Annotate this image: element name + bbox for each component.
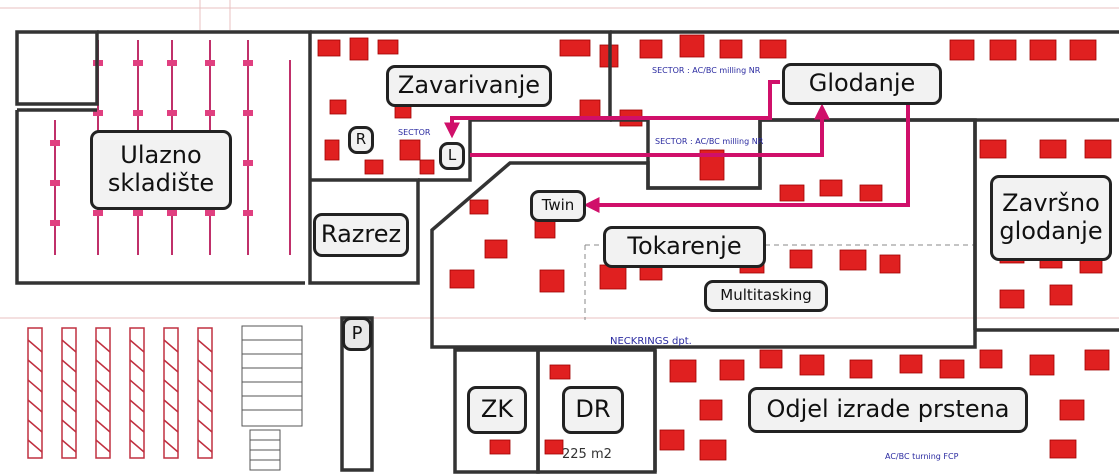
zone-odjel-izrade-prstena: Odjel izrade prstena — [748, 387, 1028, 433]
zone-tokarenje: Tokarenje — [603, 226, 766, 268]
zone-zk: ZK — [467, 386, 527, 434]
machines — [317, 34, 1112, 461]
zone-twin: Twin — [530, 190, 586, 222]
turning-label: AC/BC turning FCP — [885, 452, 959, 461]
sector-milling-label-2: SECTOR : AC/BC milling NR — [655, 137, 764, 146]
lower-racks — [27, 327, 213, 459]
zone-zavarivanje: Zavarivanje — [386, 65, 552, 107]
zone-dr: DR — [562, 386, 624, 434]
sector-label: SECTOR — [398, 128, 431, 137]
zone-razrez: Razrez — [313, 213, 409, 257]
zone-zavrsno-glodanje: Završno glodanje — [990, 175, 1112, 261]
zone-r: R — [348, 126, 374, 154]
area-label: 225 m2 — [562, 447, 612, 462]
zone-ulazno-skladiste: Ulazno skladište — [90, 130, 232, 210]
zone-glodanje: Glodanje — [782, 63, 942, 105]
zone-l: L — [439, 142, 465, 170]
sector-milling-label-1: SECTOR : AC/BC milling NR — [652, 66, 761, 75]
flow-arrows — [444, 80, 910, 213]
zone-multitasking: Multitasking — [704, 280, 828, 312]
zone-p: P — [342, 317, 372, 351]
neckrings-label: NECKRINGS dpt. — [610, 336, 692, 347]
